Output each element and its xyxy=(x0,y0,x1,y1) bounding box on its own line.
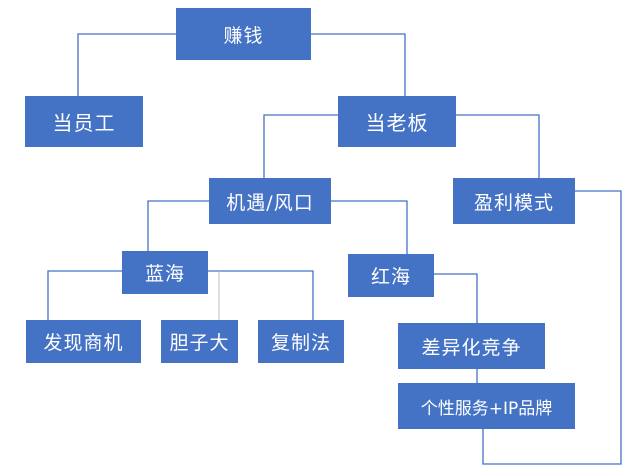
node-employee: 当员工 xyxy=(25,96,143,147)
node-boss: 当老板 xyxy=(338,96,456,147)
node-blue-ocean: 蓝海 xyxy=(122,251,208,294)
connector-boss-profit xyxy=(456,114,540,178)
connector-opportunity-red xyxy=(331,200,408,254)
node-differentiation: 差异化竞争 xyxy=(398,323,545,369)
node-profit-model: 盈利模式 xyxy=(453,178,575,224)
node-bold: 胆子大 xyxy=(161,320,238,363)
connector-opportunity-blue xyxy=(147,200,209,251)
connector-red-diff xyxy=(434,273,478,323)
connector-root-employee xyxy=(77,33,176,96)
connector-blue-copy xyxy=(208,270,314,320)
connector-boss-opportunity xyxy=(263,114,338,178)
node-make-money: 赚钱 xyxy=(176,8,311,60)
node-personal-service: 个性服务+IP品牌 xyxy=(398,383,575,429)
node-opportunity: 机遇/风口 xyxy=(209,178,331,224)
connector-root-boss xyxy=(311,33,406,96)
node-red-ocean: 红海 xyxy=(348,254,434,297)
node-copy-method: 复制法 xyxy=(258,320,344,363)
node-find-opportunity: 发现商机 xyxy=(26,320,141,363)
connector-blue-find xyxy=(47,270,122,320)
connector-profit-service xyxy=(482,190,622,465)
